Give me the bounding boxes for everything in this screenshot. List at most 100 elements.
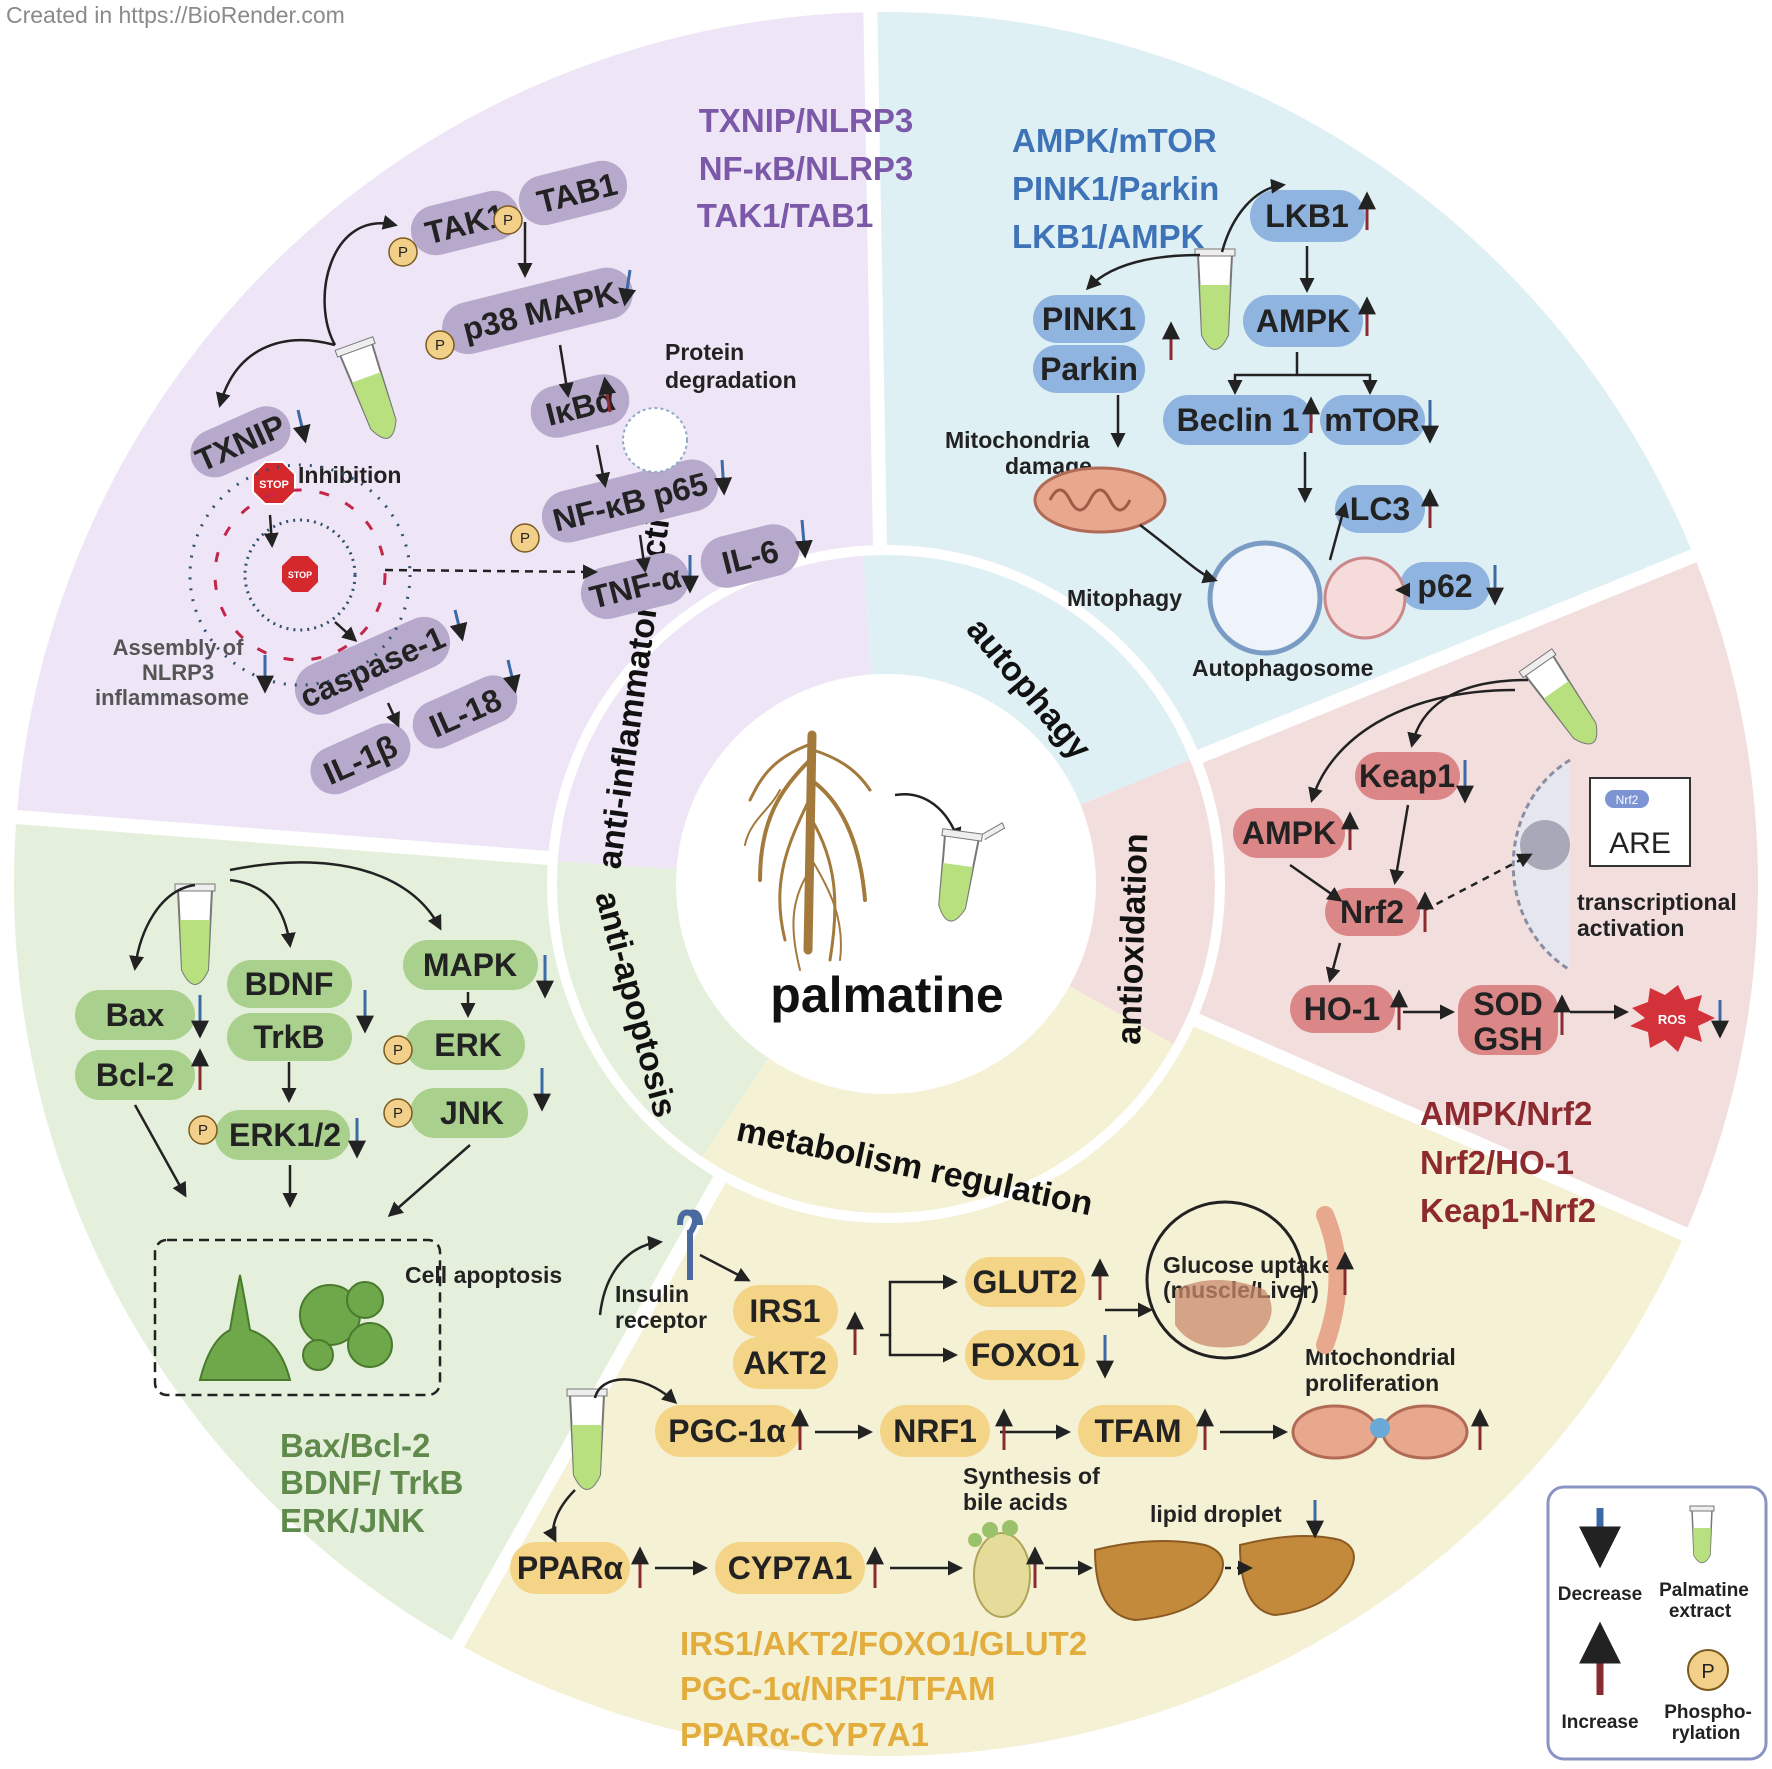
center-title: palmatine xyxy=(770,967,1003,1023)
note-proliferation: proliferation xyxy=(1305,1370,1439,1396)
node-keap1: Keap1 xyxy=(1359,758,1455,794)
glucose-cycle-icon xyxy=(1145,1200,1347,1360)
node-ppar: PPARα xyxy=(517,1550,624,1586)
pathway-text: NF-κB/NLRP3 xyxy=(699,150,914,187)
node-bdnf: BDNF xyxy=(245,966,334,1002)
phospho-label: P xyxy=(393,1105,403,1122)
section-antioxidation: AMPK/Nrf2 Nrf2/HO-1 Keap1-Nrf2 Keap1 AMP… xyxy=(1233,648,1737,1229)
note-assembly: NLRP3 xyxy=(142,660,214,685)
center: palmatine xyxy=(744,730,1006,1023)
node-lkb1: LKB1 xyxy=(1265,198,1349,234)
legend-decrease: Decrease xyxy=(1558,1584,1643,1605)
section-metabolism: IRS1/AKT2/FOXO1/GLUT2 PGC-1α/NRF1/TFAM P… xyxy=(510,1200,1489,1753)
legend: Decrease Increase Palmatine extract Phos… xyxy=(1546,1485,1768,1761)
note-glucose-uptake: Glucose uptake xyxy=(1163,1252,1334,1278)
node-erk: ERK xyxy=(434,1027,502,1063)
apoptosis-box xyxy=(153,1238,442,1397)
node-erk12: ERK1/2 xyxy=(229,1117,341,1153)
note-synthesis: Synthesis of xyxy=(963,1463,1100,1489)
liver-icon xyxy=(1093,1535,1355,1622)
pathway-text: PINK1/Parkin xyxy=(1012,170,1219,207)
inner-ring xyxy=(547,545,1225,1223)
receptor-icon xyxy=(677,1209,703,1280)
section-inflammatory: TXNIP/NLRP3 NF-κB/NLRP3 TAK1/TAB1 TAK1 T… xyxy=(95,102,914,795)
tube-icon xyxy=(174,883,216,985)
node-jnk: JNK xyxy=(440,1095,504,1131)
node-mapk: MAPK xyxy=(423,947,517,983)
stop-icon: STOP xyxy=(252,461,296,505)
phospho-label: P xyxy=(503,212,513,229)
note-protein: Protein xyxy=(665,339,744,365)
note-mitochondria: Mitochondria xyxy=(945,427,1090,453)
stop-text: STOP xyxy=(288,570,312,580)
are-text: ARE xyxy=(1609,827,1671,860)
inflammasome-icon: STOP xyxy=(188,463,412,687)
pathway-text: Keap1-Nrf2 xyxy=(1420,1192,1596,1229)
node-akt2: AKT2 xyxy=(743,1345,827,1381)
node-ampk: AMPK xyxy=(1256,303,1350,339)
node-pgc: PGC-1α xyxy=(668,1413,786,1449)
are-box: Nrf2 ARE xyxy=(1589,777,1691,867)
legend-phospho: Phospho- xyxy=(1664,1702,1752,1723)
ros-text: ROS xyxy=(1658,1012,1687,1027)
pathway-text: TXNIP/NLRP3 xyxy=(699,102,914,139)
note-assembly: inflammasome xyxy=(95,685,249,710)
pathway-text: AMPK/Nrf2 xyxy=(1420,1095,1592,1132)
legend-extract: extract xyxy=(1669,1601,1732,1622)
phospho-label: P xyxy=(198,1122,208,1139)
label-antioxidation: antioxidation xyxy=(1110,833,1155,1046)
node-bcl2: Bcl-2 xyxy=(96,1057,174,1093)
legend-phospho: rylation xyxy=(1672,1723,1741,1744)
node-bax: Bax xyxy=(106,997,165,1033)
stop-text: STOP xyxy=(259,479,289,491)
node-pink1: PINK1 xyxy=(1042,301,1136,337)
node-mtor: mTOR xyxy=(1324,402,1419,438)
tube-icon xyxy=(938,822,1006,922)
watermark: Created in https://BioRender.com xyxy=(6,2,345,28)
pathway-text: Nrf2/HO-1 xyxy=(1420,1144,1574,1181)
note-receptor: receptor xyxy=(615,1307,707,1333)
node-nrf2: Nrf2 xyxy=(1340,894,1404,930)
phospho-icons xyxy=(388,205,540,553)
pathway-text: Bax/Bcl-2 xyxy=(280,1427,430,1464)
autophagosome-icon xyxy=(1207,540,1407,656)
section-autophagy: AMPK/mTOR PINK1/Parkin LKB1/AMPK LKB1 AM… xyxy=(945,122,1504,681)
pathway-text: IRS1/AKT2/FOXO1/GLUT2 xyxy=(680,1625,1087,1662)
pathway-text: PGC-1α/NRF1/TFAM xyxy=(680,1670,995,1707)
tube-icon xyxy=(566,1388,608,1490)
note-insulin: Insulin xyxy=(615,1281,689,1307)
pathway-text: PPARα-CYP7A1 xyxy=(680,1716,929,1753)
legend-increase: Increase xyxy=(1561,1712,1638,1733)
tube-icon xyxy=(1194,248,1236,350)
phospho-label: P xyxy=(393,1042,403,1059)
note-mitophagy: Mitophagy xyxy=(1067,585,1182,611)
phospho-label: P xyxy=(398,244,408,261)
note-assembly: Assembly of xyxy=(113,635,244,660)
mitochondria-icon xyxy=(1033,466,1167,534)
pathway-text: AMPK/mTOR xyxy=(1012,122,1217,159)
root-icon xyxy=(744,730,872,971)
node-irs1: IRS1 xyxy=(749,1293,820,1329)
phospho-icon: P xyxy=(1687,1649,1729,1691)
node-beclin: Beclin 1 xyxy=(1177,402,1300,438)
note-inhibition: Inhibition xyxy=(298,462,401,488)
section-apoptosis: Bax/Bcl-2 BDNF/ TrkB ERK/JNK Bax Bcl-2 B… xyxy=(75,861,562,1539)
node-ampk: AMPK xyxy=(1242,815,1336,851)
mitochondria-icon xyxy=(1291,1404,1469,1460)
note-autophagosome: Autophagosome xyxy=(1192,655,1373,681)
phospho-label: P xyxy=(520,530,530,547)
node-p62: p62 xyxy=(1417,568,1472,604)
pathway-text: BDNF/ TrkB xyxy=(280,1464,463,1501)
pathway-text: TAK1/TAB1 xyxy=(697,197,874,234)
node-foxo1: FOXO1 xyxy=(971,1337,1079,1373)
tube-icon xyxy=(1518,648,1598,745)
note-activation: activation xyxy=(1577,915,1684,941)
note-bile-acids: bile acids xyxy=(963,1489,1068,1515)
phospho-label: P xyxy=(435,337,445,354)
node-cyp: CYP7A1 xyxy=(728,1550,853,1586)
phospho-icons xyxy=(188,1035,413,1145)
phospho-label: P xyxy=(1701,1661,1714,1683)
node-gsh: GSH xyxy=(1473,1021,1542,1057)
note-degradation: degradation xyxy=(665,367,797,393)
